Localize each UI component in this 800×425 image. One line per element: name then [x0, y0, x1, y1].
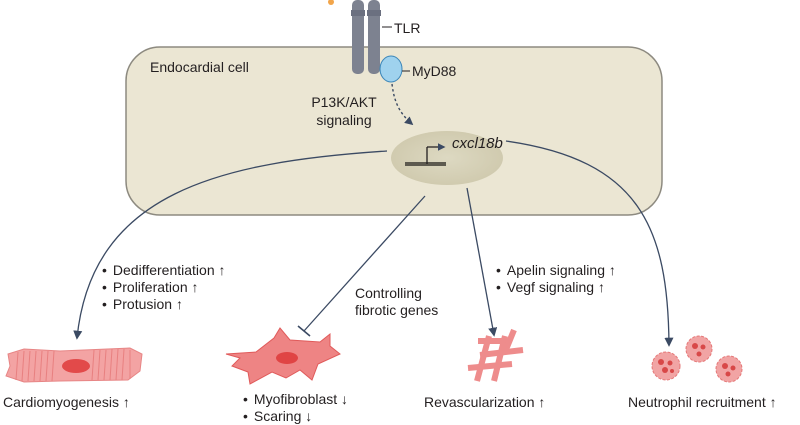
fibro-effects-list: Myofibroblast ↓ Scaring ↓: [243, 391, 348, 425]
myd88-label: MyD88: [412, 63, 457, 79]
pathway-label: P13K/AKT signaling: [311, 94, 377, 128]
tlr-receptor-icon: [351, 0, 392, 74]
list-item: Scaring ↓: [243, 408, 348, 425]
arrow-to-revascularization: [466, 187, 498, 337]
inhibition-bar: [297, 325, 311, 337]
cardiomyocyte-icon: [5, 347, 143, 383]
gene-label: cxcl18b: [452, 135, 503, 152]
list-item: Apelin signaling ↑: [496, 262, 616, 279]
signaling-arrow: [391, 83, 414, 126]
neutrophil-label: Neutrophil recruitment ↑: [628, 394, 777, 410]
tlr-label: TLR: [394, 20, 421, 36]
inhibition-to-fibroblast: [303, 195, 426, 332]
list-item: Myofibroblast ↓: [243, 391, 348, 408]
cardio-effects-list: Dedifferentiation ↑ Proliferation ↑ Prot…: [102, 262, 226, 313]
endocardial-cell-body: [125, 46, 663, 216]
list-item: Vegf signaling ↑: [496, 279, 616, 296]
myofibroblast-icon: [225, 327, 341, 385]
ligand-icon: [328, 0, 334, 5]
arrow-to-neutrophils: [505, 140, 674, 347]
vessel-network-icon: [467, 328, 524, 382]
fibro-mechanism-label: Controlling fibrotic genes: [355, 285, 439, 318]
list-item: Proliferation ↑: [102, 279, 226, 296]
cardiomyogenesis-label: Cardiomyogenesis ↑: [3, 394, 130, 410]
list-item: Dedifferentiation ↑: [102, 262, 226, 279]
list-item: Protusion ↑: [102, 296, 226, 313]
arrow-to-cardiomyogenesis: [73, 150, 388, 340]
neutrophil-cluster-icon: [651, 335, 743, 383]
cell-title: Endocardial cell: [150, 59, 249, 75]
myd88-adaptor-icon: [379, 55, 410, 83]
revasc-effects-list: Apelin signaling ↑ Vegf signaling ↑: [496, 262, 616, 296]
gene-locus-nucleus: [391, 131, 503, 185]
revascularization-label: Revascularization ↑: [424, 394, 546, 410]
gene-promoter-icon: [405, 143, 446, 166]
